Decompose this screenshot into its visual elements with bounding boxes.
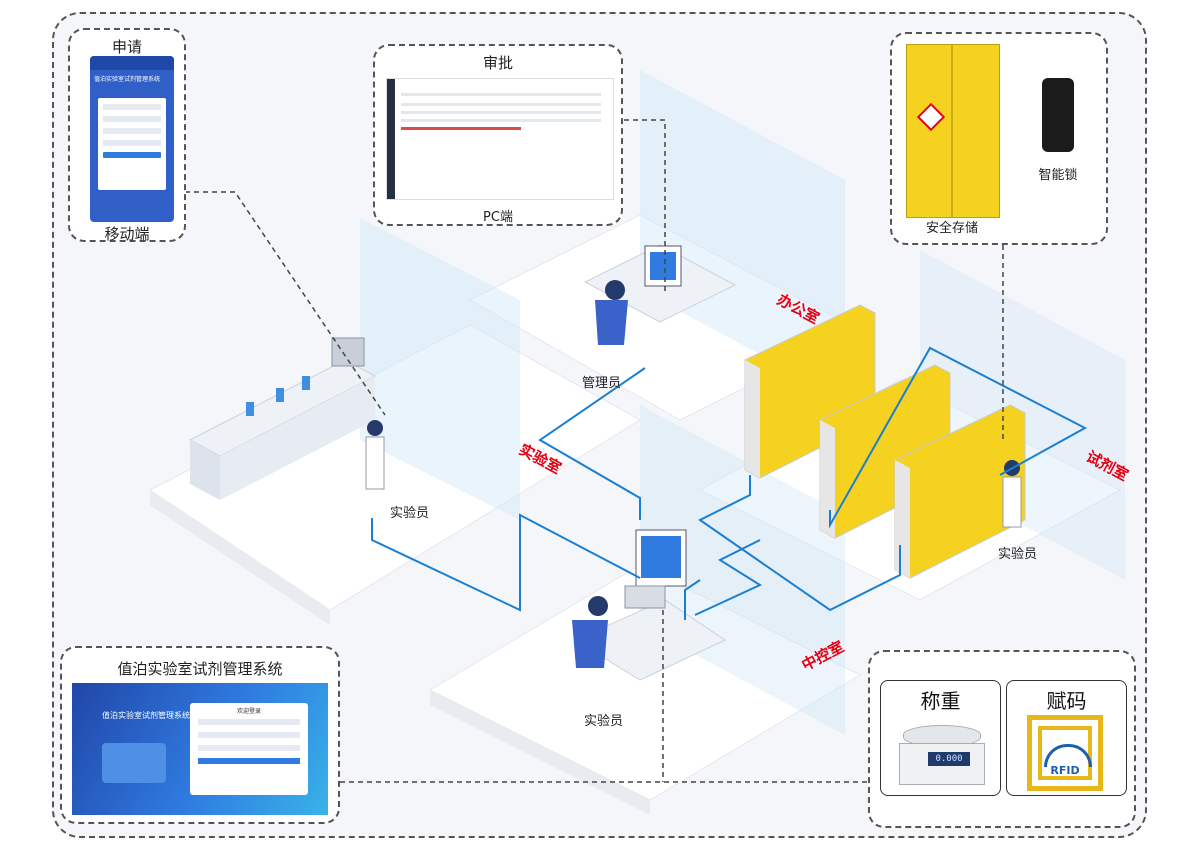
system-login-button[interactable] [198, 758, 300, 764]
rfid-coil [1038, 726, 1092, 780]
reagent-cabinet-3-side [895, 460, 910, 578]
control-chair [572, 620, 608, 668]
pc-screenshot [386, 78, 614, 200]
phone-remember-row[interactable] [103, 140, 161, 146]
office-chair [595, 300, 628, 345]
pc-toolbar [401, 93, 601, 96]
lab-bench-side [190, 440, 220, 500]
phone-login-button[interactable] [103, 152, 161, 158]
phone-status-bar [90, 56, 174, 70]
smart-lock-caption: 智能锁 [1038, 168, 1078, 183]
control-floor [428, 564, 862, 801]
phone-username-field[interactable] [103, 104, 161, 110]
system-username-field[interactable] [198, 719, 300, 725]
system-captcha-field[interactable] [198, 745, 300, 751]
apply-caption: 移动端 [104, 225, 150, 243]
control-floor-edge [430, 690, 650, 815]
code-subpanel: 赋码 RFID [1006, 680, 1127, 796]
system-password-field[interactable] [198, 732, 300, 738]
scale-display: 0.000 [928, 752, 970, 766]
lab-floor-edge [150, 490, 330, 625]
flammable-icon [916, 102, 946, 132]
phone-header: 值泊实验室试剂管理系统 [94, 76, 161, 83]
connector-mobile [185, 191, 386, 416]
approve-title: 审批 [482, 54, 513, 72]
mobile-screenshot: 值泊实验室试剂管理系统 [90, 56, 174, 222]
office-monitor-screen [650, 252, 676, 280]
glass-wall-2 [640, 70, 845, 400]
lab-coat-left [365, 436, 385, 490]
phone-captcha-field[interactable] [103, 128, 161, 134]
role-lab-staff-left: 实验员 [390, 506, 430, 521]
lab-bottle [276, 388, 284, 402]
link-scale [684, 579, 701, 620]
rfid-tag: RFID [1027, 715, 1103, 791]
reagent-cabinet-2-side [820, 420, 835, 538]
role-manager: 管理员 [582, 376, 622, 391]
fume-hood [331, 337, 365, 367]
system-welcome-text: 欢迎登录 [236, 708, 261, 715]
lab-staff-figure-bottom [588, 596, 608, 616]
pc-table-row [401, 119, 601, 122]
system-screen-title: 值泊实验室试剂管理系统 [102, 711, 190, 720]
link-lab-control [371, 513, 641, 612]
smart-lock-image [1042, 78, 1074, 152]
lab-staff-figure-left [367, 420, 383, 436]
glass-wall-1 [360, 218, 520, 520]
cabinet-door-seam [951, 45, 953, 217]
link-office-control [538, 367, 646, 520]
pc-table-header [401, 103, 601, 106]
lab-bottle [302, 376, 310, 390]
phone-login-card [98, 98, 166, 190]
scale-device [624, 585, 666, 609]
weigh-subpanel: 称重 0.000 [880, 680, 1001, 796]
role-lab-staff-bottom: 实验员 [584, 714, 624, 729]
storage-panel: 安全存储 智能锁 [890, 32, 1108, 245]
lab-coat-right [1002, 476, 1022, 528]
connector-pc [615, 119, 666, 292]
pc-table-row-highlight [401, 127, 521, 130]
control-monitor-screen [641, 536, 681, 578]
scale-body: 0.000 [899, 743, 985, 785]
system-title: 值泊实验室试剂管理系统 [117, 660, 283, 678]
manager-figure [605, 280, 625, 300]
link-control-reagent [694, 539, 763, 616]
pc-sidebar [387, 79, 395, 199]
lab-bench-front [220, 376, 375, 500]
code-title: 赋码 [1046, 689, 1087, 713]
system-login-box: 欢迎登录 [190, 703, 308, 795]
rfid-label: RFID [1050, 764, 1080, 777]
approve-caption: PC端 [483, 210, 513, 225]
role-lab-staff-right: 实验员 [998, 547, 1038, 562]
weigh-title: 称重 [920, 689, 961, 713]
weigh-code-panel: 称重 0.000 赋码 RFID [868, 650, 1136, 828]
link-cabinets [698, 475, 901, 612]
system-login-screenshot: 值泊实验室试剂管理系统 欢迎登录 [72, 683, 328, 815]
pc-table-row [401, 111, 601, 114]
apply-title: 申请 [111, 38, 142, 56]
storage-cabinet-caption: 安全存储 [925, 221, 978, 236]
system-illustration [102, 743, 166, 783]
link-reagent-loop [829, 346, 1088, 529]
lab-bottle [246, 402, 254, 416]
reagent-cabinet-1-side [745, 360, 760, 478]
control-desk [573, 599, 727, 681]
safety-cabinet-image [906, 44, 1000, 218]
phone-password-field[interactable] [103, 116, 161, 122]
